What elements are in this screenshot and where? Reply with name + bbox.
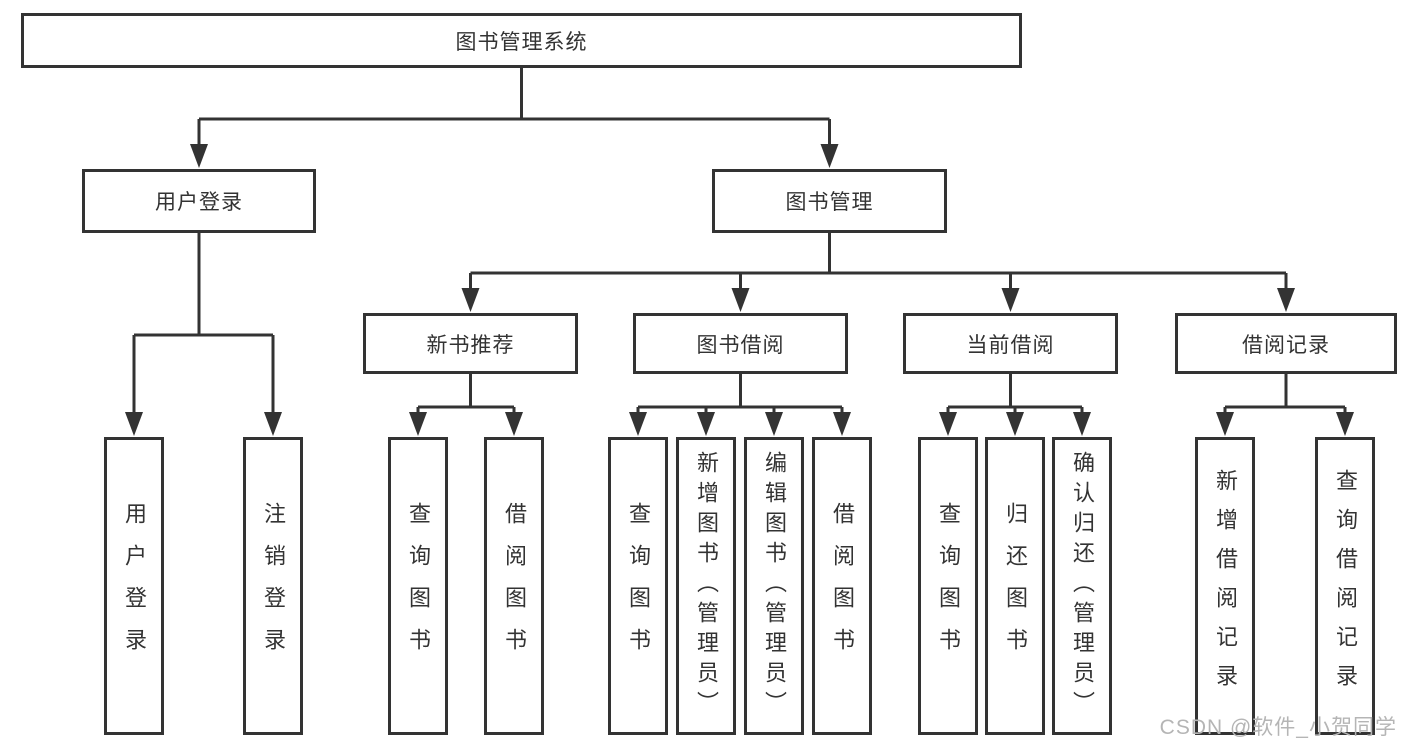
node-root: 图书管理系统: [21, 13, 1022, 68]
leaf-logout: 注销登录: [243, 437, 303, 735]
leaf-return-book-label: 归还图书: [1003, 502, 1028, 670]
node-book-borrow: 图书借阅: [633, 313, 848, 374]
node-book-borrow-label: 图书借阅: [696, 333, 785, 357]
leaf-query-borrow-record: 查询借阅记录: [1315, 437, 1375, 735]
leaf-query-borrow-record-label: 查询借阅记录: [1333, 469, 1358, 703]
arrow-icon: [1001, 288, 1020, 312]
node-current-borrow: 当前借阅: [903, 313, 1118, 374]
arrow-icon: [264, 412, 282, 436]
arrow-icon: [461, 288, 480, 312]
arrow-icon: [939, 412, 957, 436]
leaf-query-book-current-label: 查询图书: [936, 502, 961, 670]
leaf-query-book-borrow-label: 查询图书: [626, 502, 651, 670]
arrow-icon: [833, 412, 851, 436]
arrow-icon: [409, 412, 427, 436]
connector-root-to-level2: [197, 68, 831, 148]
node-new-book-recommend-label: 新书推荐: [426, 333, 515, 357]
node-current-borrow-label: 当前借阅: [966, 333, 1055, 357]
leaf-user-login-label: 用户登录: [122, 502, 147, 670]
leaf-query-book-recommend-label: 查询图书: [406, 502, 431, 670]
arrow-icon: [1336, 412, 1354, 436]
leaf-add-borrow-record: 新增借阅记录: [1195, 437, 1255, 735]
connector-userlogin-to-leaves: [132, 233, 275, 416]
leaf-borrow-book: 借阅图书: [812, 437, 872, 735]
arrow-icon: [765, 412, 783, 436]
leaf-borrow-book-label: 借阅图书: [830, 502, 855, 670]
arrow-icon: [1277, 288, 1295, 312]
arrowheads: [125, 144, 1354, 436]
node-user-login: 用户登录: [82, 169, 316, 233]
leaf-return-book: 归还图书: [985, 437, 1045, 735]
leaf-borrow-book-recommend: 借阅图书: [484, 437, 544, 735]
connector-borrow-to-leaves: [636, 374, 844, 416]
connector-records-to-leaves: [1223, 374, 1347, 416]
connector-current-to-leaves: [946, 374, 1084, 416]
leaf-query-book-borrow: 查询图书: [608, 437, 668, 735]
connector-recommend-to-leaves: [416, 374, 516, 416]
arrow-icon: [505, 412, 523, 436]
leaf-query-book-recommend: 查询图书: [388, 437, 448, 735]
arrow-icon: [629, 412, 647, 436]
leaf-add-book-admin: 新增图书（管理员）: [676, 437, 736, 735]
connector-bookmgmt-to-level3: [469, 233, 1288, 292]
leaf-borrow-book-recommend-label: 借阅图书: [502, 502, 527, 670]
leaf-user-login: 用户登录: [104, 437, 164, 735]
leaf-add-borrow-record-label: 新增借阅记录: [1213, 469, 1238, 703]
arrow-icon: [1073, 412, 1091, 436]
node-book-management-label: 图书管理: [785, 191, 874, 214]
arrow-icon: [125, 412, 143, 436]
node-book-management: 图书管理: [712, 169, 947, 233]
node-new-book-recommend: 新书推荐: [363, 313, 578, 374]
leaf-add-book-admin-label: 新增图书（管理员）: [694, 451, 719, 721]
arrow-icon: [1216, 412, 1234, 436]
leaf-query-book-current: 查询图书: [918, 437, 978, 735]
leaf-confirm-return-admin: 确认归还（管理员）: [1052, 437, 1112, 735]
node-borrow-records: 借阅记录: [1175, 313, 1397, 374]
arrow-icon: [1006, 412, 1024, 436]
leaf-edit-book-admin: 编辑图书（管理员）: [744, 437, 804, 735]
leaf-logout-label: 注销登录: [261, 502, 286, 670]
watermark-text: CSDN @软件_小贺同学: [1159, 716, 1397, 739]
leaf-edit-book-admin-label: 编辑图书（管理员）: [762, 451, 787, 721]
arrow-icon: [190, 144, 208, 168]
node-borrow-records-label: 借阅记录: [1242, 333, 1330, 357]
node-user-login-label: 用户登录: [155, 191, 243, 214]
leaf-confirm-return-admin-label: 确认归还（管理员）: [1070, 451, 1095, 721]
arrow-icon: [731, 288, 750, 312]
node-root-label: 图书管理系统: [455, 30, 588, 54]
arrow-icon: [820, 144, 839, 168]
arrow-icon: [697, 412, 715, 436]
